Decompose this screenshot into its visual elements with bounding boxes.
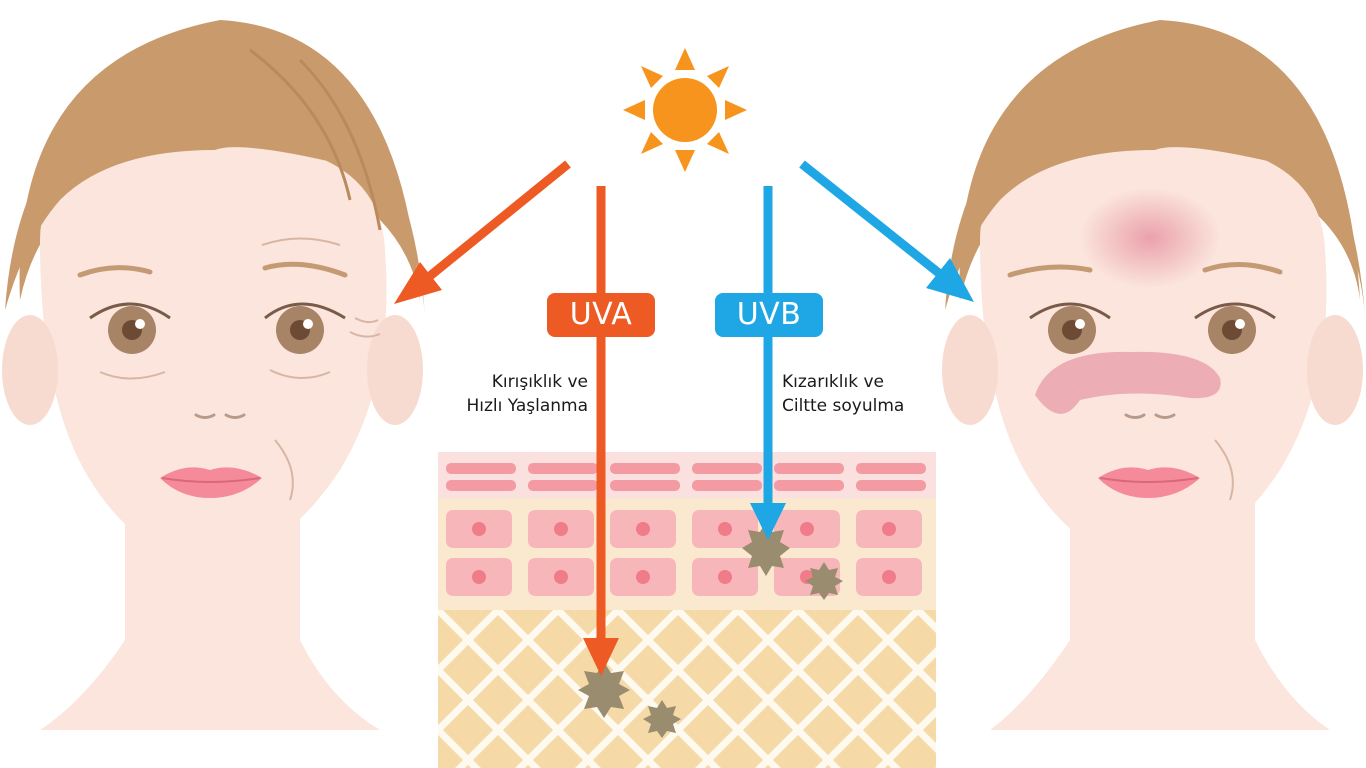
- right-lips-line: [1099, 477, 1199, 483]
- uva-effect-line2: Hızlı Yaşlanma: [466, 396, 589, 416]
- left-nose: [194, 413, 246, 419]
- right-nose: [1124, 413, 1176, 419]
- sun-icon: [623, 48, 747, 172]
- left-lips-line: [161, 477, 261, 483]
- uva-effect-caption: Kırışıklık ve Hızlı Yaşlanma: [420, 370, 589, 418]
- right-ear-l: [942, 315, 998, 425]
- right-eye-l-lid: [1029, 302, 1111, 320]
- right-hair-front: [945, 40, 1365, 315]
- left-eye-l-lid: [89, 302, 171, 320]
- left-face-aging: [2, 20, 425, 730]
- uvb-effect-line1: Kızarıklık ve: [782, 372, 884, 392]
- epidermis-top-cells: [446, 463, 926, 491]
- right-brow-r: [1202, 261, 1283, 275]
- right-brow-l: [1007, 264, 1093, 278]
- dermis-layer: [438, 610, 936, 768]
- right-ear-r: [1307, 315, 1363, 425]
- left-brow-r: [262, 261, 348, 278]
- right-face-shape: [980, 140, 1327, 560]
- left-ear-l: [2, 315, 58, 425]
- left-wrinkles: [99, 237, 381, 501]
- left-neck: [40, 500, 380, 730]
- uva-arrow-into-skin: [583, 186, 619, 676]
- uva-arrow-to-face: [394, 160, 571, 304]
- uvb-badge: UVB: [715, 293, 823, 337]
- uva-badge: UVA: [547, 293, 655, 337]
- left-eye-l-glint: [135, 319, 145, 329]
- skin-cross-section: [438, 452, 936, 768]
- right-wrinkles: [1214, 439, 1234, 501]
- right-eye-l-glint: [1075, 319, 1085, 329]
- right-eye-r-lid: [1194, 302, 1276, 320]
- left-face-shape: [40, 140, 387, 560]
- forehead-redness: [1080, 188, 1220, 288]
- left-eye-r-glint: [303, 319, 313, 329]
- epidermis-cells-layer: [438, 498, 936, 610]
- uvb-effect-line2: Ciltte soyulma: [782, 396, 905, 416]
- uvb-arrow-to-face: [799, 160, 974, 302]
- right-face-redness: [942, 20, 1365, 730]
- cheek-redness: [1035, 351, 1221, 414]
- damage-spots: [578, 522, 843, 738]
- epidermis-cells: [446, 510, 922, 596]
- left-ear-r: [367, 315, 423, 425]
- right-eye-r-glint: [1235, 319, 1245, 329]
- uvb-arrow-into-skin: [750, 186, 786, 540]
- left-hair-strand: [249, 48, 382, 231]
- left-eye-r-lid: [264, 302, 346, 320]
- epidermis-top: [438, 452, 936, 498]
- left-brow-l: [77, 265, 153, 278]
- uvb-effect-caption: Kızarıklık ve Ciltte soyulma: [782, 370, 952, 418]
- left-hair-front: [5, 40, 425, 315]
- right-neck: [990, 500, 1330, 730]
- uva-effect-line1: Kırışıklık ve: [491, 372, 588, 392]
